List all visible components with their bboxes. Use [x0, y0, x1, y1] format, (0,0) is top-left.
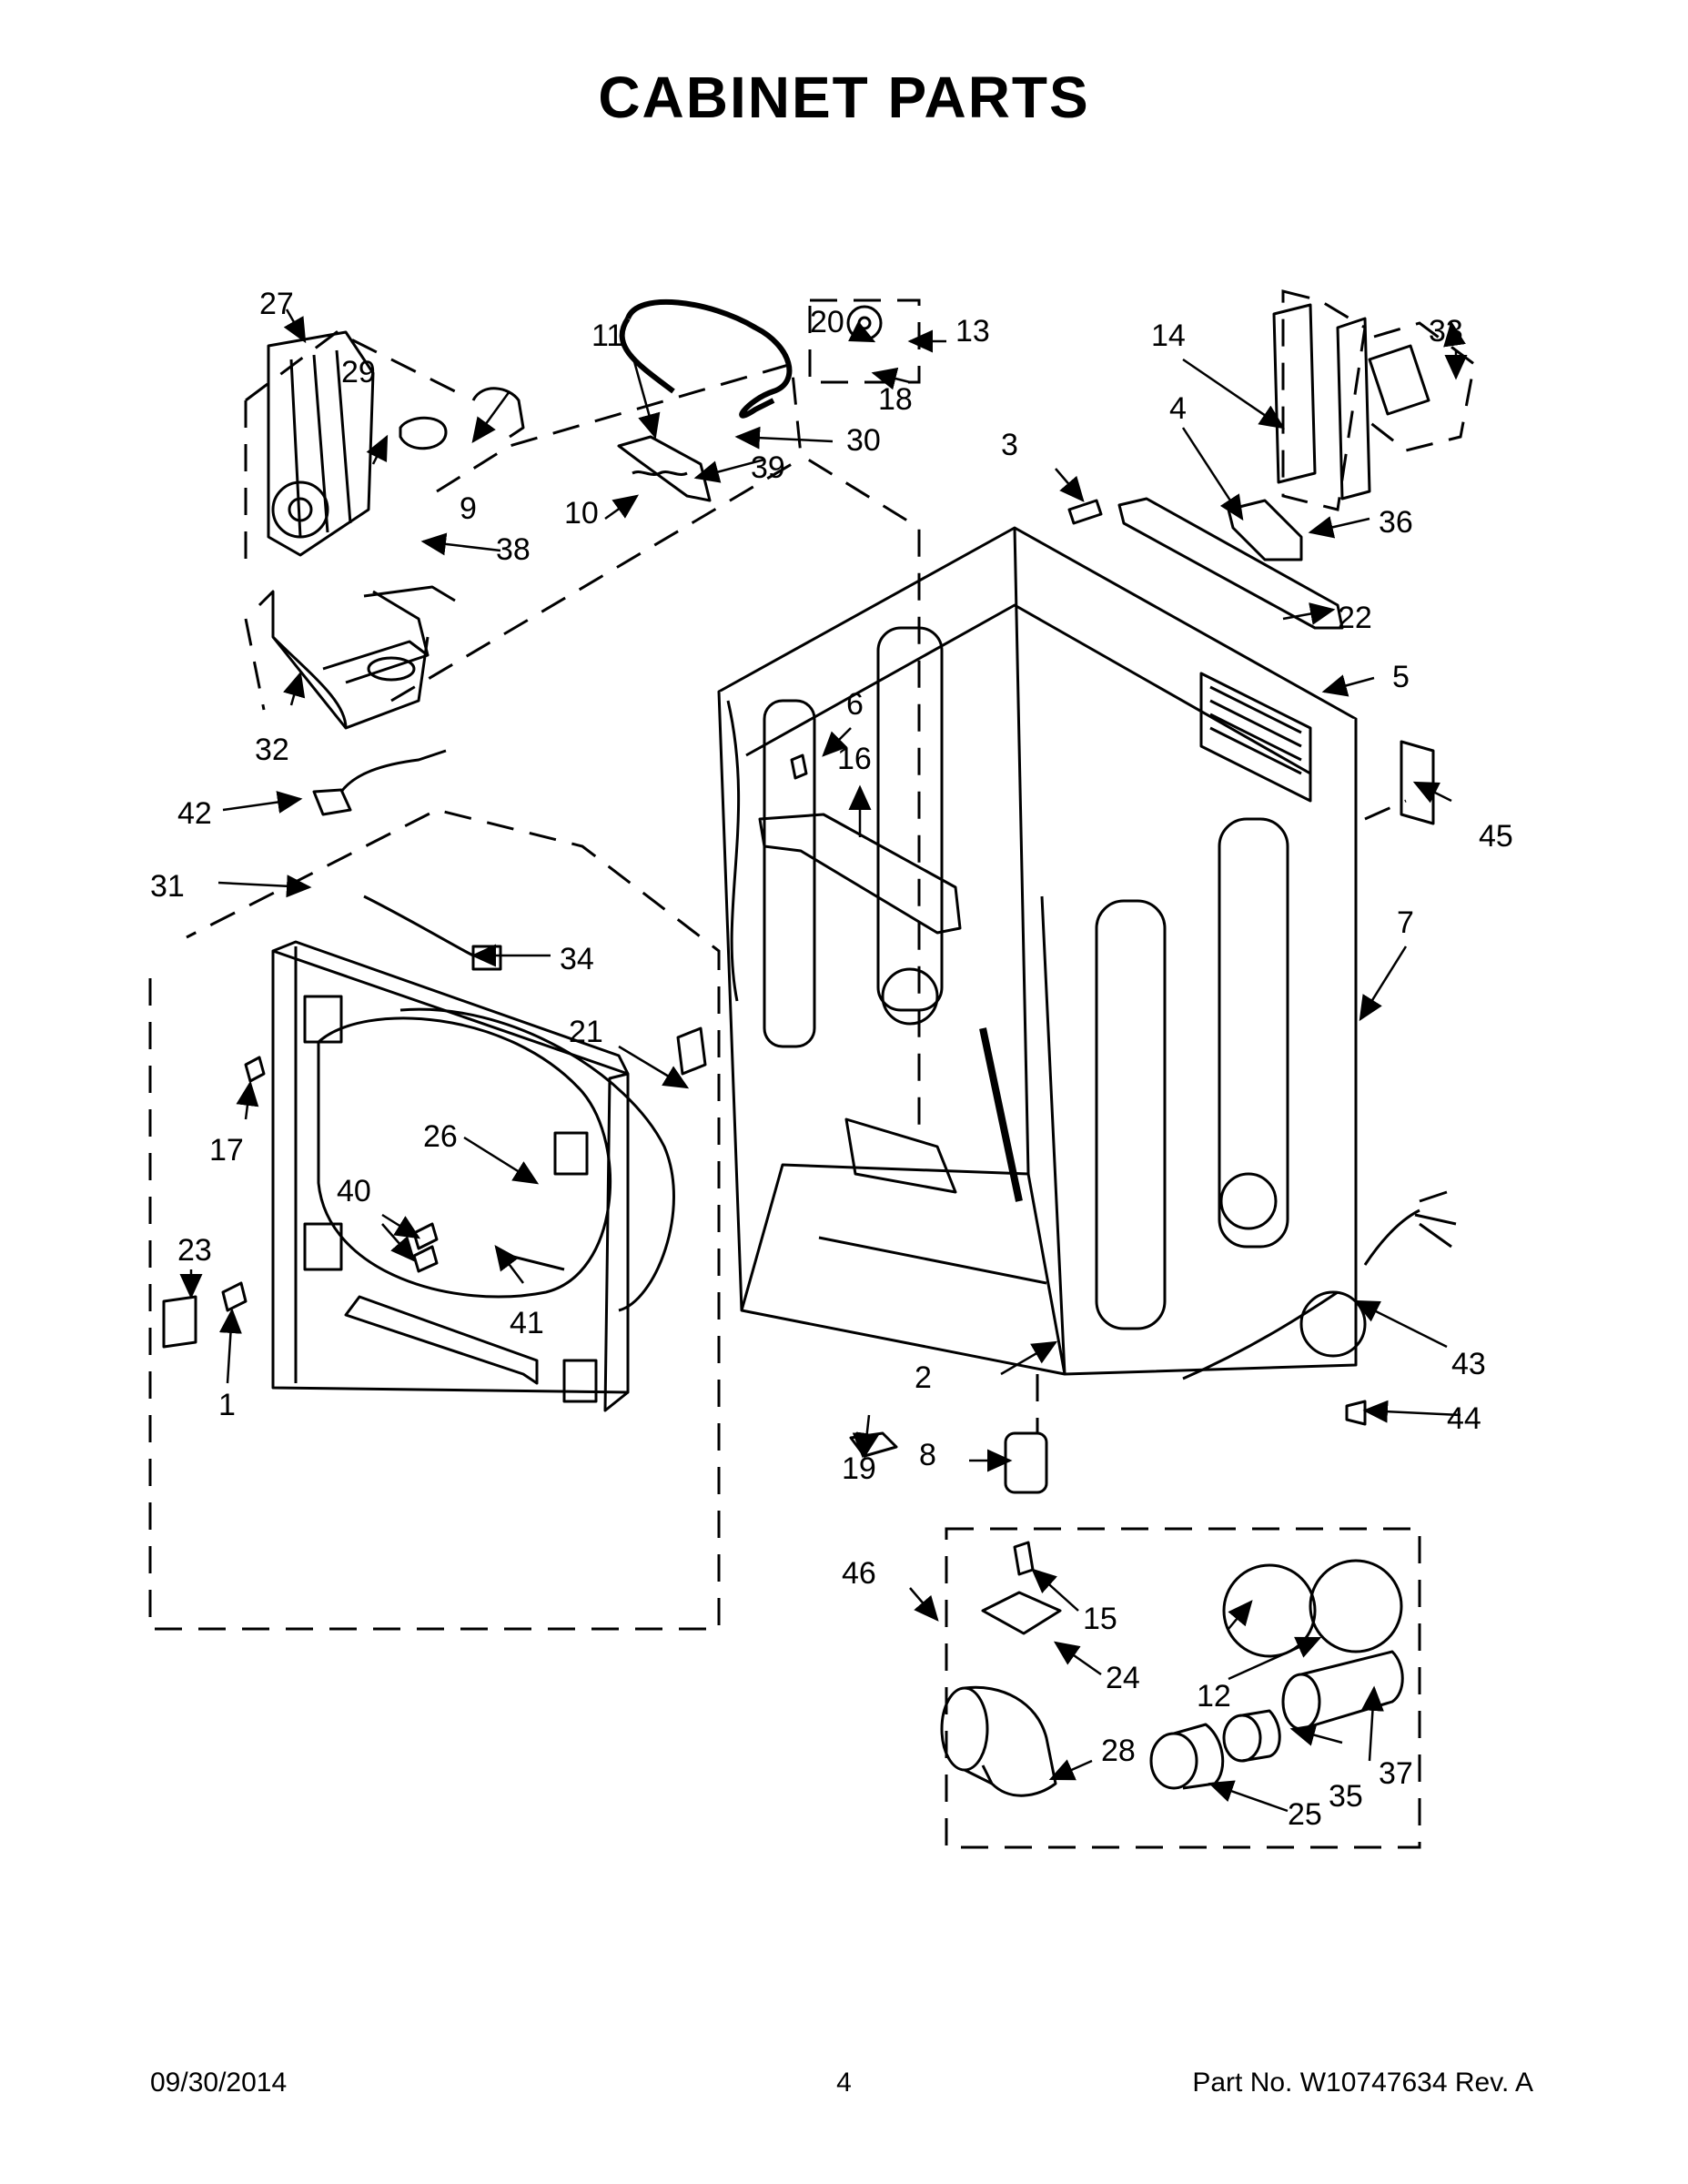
callout-22: 22 [1338, 601, 1372, 635]
footer-date: 09/30/2014 [150, 2068, 288, 2098]
callout-41: 41 [510, 1306, 544, 1340]
callout-2: 2 [915, 1360, 932, 1395]
footer-part-number: Part No. W10747634 Rev. A [1192, 2068, 1533, 2098]
group-outlines [148, 289, 1476, 1849]
leader-lines [179, 308, 1468, 1813]
callout-9: 9 [460, 491, 477, 526]
callout-29: 29 [341, 355, 376, 389]
callout-35: 35 [1329, 1779, 1363, 1814]
callout-31: 31 [150, 869, 185, 904]
callout-10: 10 [564, 496, 599, 531]
callout-20: 20 [810, 305, 844, 339]
callout-12: 12 [1197, 1679, 1231, 1714]
callout-7: 7 [1397, 905, 1414, 940]
callout-3: 3 [1001, 428, 1018, 462]
vent-kit-drawing [940, 1541, 1404, 1797]
group-outline-27 [245, 330, 456, 402]
callout-17: 17 [209, 1133, 244, 1168]
callout-46: 46 [842, 1556, 876, 1591]
callout-43: 43 [1451, 1347, 1486, 1381]
callout-28: 28 [1101, 1734, 1136, 1768]
callout-15: 15 [1083, 1602, 1117, 1636]
callout-27: 27 [259, 287, 294, 321]
group-outline-14 [1281, 289, 1367, 511]
callout-25: 25 [1288, 1797, 1322, 1832]
callout-33: 33 [1429, 314, 1463, 349]
callout-8: 8 [919, 1438, 936, 1472]
callout-21: 21 [569, 1015, 603, 1049]
callout-42: 42 [177, 796, 212, 831]
group-outline-31 [148, 808, 721, 1631]
callout-11: 11 [591, 318, 623, 353]
callout-34: 34 [560, 942, 594, 976]
callout-4: 4 [1169, 391, 1187, 426]
callout-45: 45 [1479, 819, 1513, 854]
callout-40: 40 [337, 1174, 371, 1208]
callout-labels: 1 2 3 4 5 6 7 8 9 10 11 12 13 14 15 16 1… [150, 287, 1513, 1832]
callout-26: 26 [423, 1119, 458, 1154]
front-panel-drawing [271, 940, 675, 1412]
callout-24: 24 [1106, 1661, 1140, 1695]
callout-39: 39 [751, 450, 785, 485]
callout-30: 30 [846, 423, 881, 458]
callout-37: 37 [1379, 1756, 1413, 1791]
group-outline-33 [1364, 321, 1476, 452]
callout-23: 23 [177, 1233, 212, 1268]
callout-38: 38 [496, 532, 531, 567]
footer-page-number: 4 [836, 2068, 852, 2098]
callout-44: 44 [1447, 1401, 1481, 1436]
page-title: CABINET PARTS [598, 65, 1090, 130]
callout-18: 18 [878, 382, 913, 417]
cabinet-drawing [717, 526, 1358, 1376]
callout-32: 32 [255, 733, 289, 767]
motor-assembly-drawing [258, 330, 525, 730]
callout-13: 13 [955, 314, 990, 349]
callout-1: 1 [218, 1388, 236, 1422]
group-outline-13 [808, 298, 921, 384]
callout-36: 36 [1379, 505, 1413, 540]
callout-5: 5 [1392, 660, 1410, 694]
callout-6: 6 [846, 687, 864, 722]
callout-16: 16 [837, 742, 872, 776]
callout-14: 14 [1151, 318, 1186, 353]
callout-19: 19 [842, 1451, 876, 1486]
group-outline-46 [945, 1527, 1421, 1849]
